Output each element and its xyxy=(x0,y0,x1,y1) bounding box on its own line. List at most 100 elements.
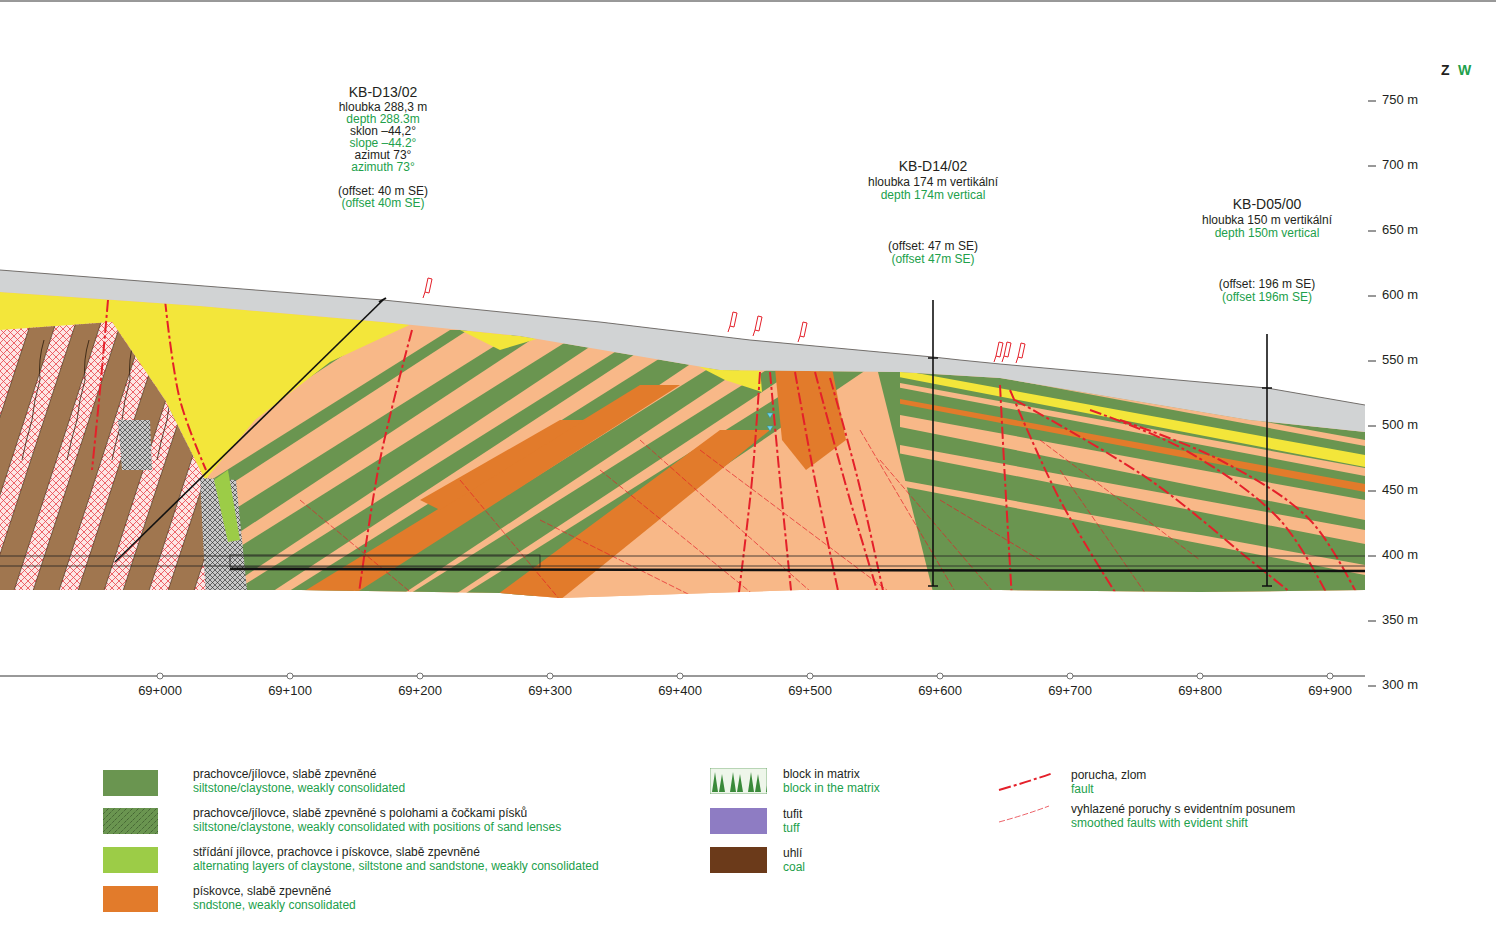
legend-text: block in the matrix xyxy=(783,782,880,796)
legend-swatch xyxy=(997,803,1055,825)
legend-text: uhlí xyxy=(783,847,802,861)
legend-swatch xyxy=(710,768,767,794)
fault-symbol xyxy=(798,322,807,342)
station-label: 69+100 xyxy=(268,684,312,699)
borehole-info: hloubka 150 m vertikální xyxy=(1202,214,1332,228)
borehole xyxy=(1266,334,1268,586)
smoothed-fault xyxy=(300,500,420,600)
legend-swatch xyxy=(103,847,158,873)
legend-text: pískovce, slabě zpevněné xyxy=(193,885,331,899)
legend-sample xyxy=(997,770,1055,792)
fault-line xyxy=(165,300,206,470)
elevation-tick xyxy=(1368,686,1376,687)
borehole-info: (offset 47m SE) xyxy=(891,253,974,267)
elevation-label: 400 m xyxy=(1382,548,1418,563)
borehole xyxy=(115,300,383,562)
fault-line xyxy=(1010,390,1120,600)
elevation-tick xyxy=(1368,231,1376,232)
fault-line xyxy=(92,300,108,470)
legend-swatch xyxy=(997,770,1055,792)
fault-symbol xyxy=(1002,342,1011,362)
station-marker xyxy=(417,673,423,679)
sandstone-band xyxy=(775,368,846,470)
borehole-info: (offset: 47 m SE) xyxy=(888,240,978,254)
elevation-tick xyxy=(1368,166,1376,167)
legend-text: porucha, zlom xyxy=(1071,769,1146,783)
sandstone-band xyxy=(290,385,680,600)
pattern-sample xyxy=(710,768,767,794)
compass-label: W xyxy=(1458,62,1471,78)
elevation-label: 450 m xyxy=(1382,483,1418,498)
borehole-head xyxy=(379,298,386,302)
station-marker xyxy=(1197,673,1203,679)
elevation-tick xyxy=(1368,491,1376,492)
borehole-info: (offset 40m SE) xyxy=(341,197,424,211)
legend-text: tuff xyxy=(783,822,799,836)
elevation-label: 300 m xyxy=(1382,678,1418,693)
elevation-label: 700 m xyxy=(1382,158,1418,173)
station-marker xyxy=(677,673,683,679)
fault-line xyxy=(1120,420,1360,600)
fault-symbol xyxy=(994,342,1003,362)
fault-line xyxy=(830,378,885,600)
tunnel-outline xyxy=(0,556,1365,566)
smoothed-fault xyxy=(880,460,1000,600)
smoothed-fault xyxy=(1040,440,1200,560)
borehole-info: hloubka 174 m vertikální xyxy=(868,176,998,190)
smoothed-fault xyxy=(540,520,700,600)
elevation-label: 350 m xyxy=(1382,613,1418,628)
station-marker xyxy=(937,673,943,679)
sandstone-base xyxy=(0,250,1365,610)
fault-symbol xyxy=(753,316,762,336)
station-label: 69+900 xyxy=(1308,684,1352,699)
fault-sample xyxy=(999,806,1049,822)
smoothed-fault xyxy=(940,500,1040,560)
geology xyxy=(0,250,1365,610)
borehole xyxy=(932,300,934,586)
cover-layer xyxy=(0,270,1365,432)
elevation-label: 550 m xyxy=(1382,353,1418,368)
elevation-tick xyxy=(1368,426,1376,427)
borehole-info: depth 174m vertical xyxy=(881,189,986,203)
clay-texture xyxy=(247,340,269,460)
station-label: 69+300 xyxy=(528,684,572,699)
smoothed-fault xyxy=(860,430,960,600)
legend-text: smoothed faults with evident shift xyxy=(1071,817,1248,831)
ground-line xyxy=(0,270,1365,405)
station-label: 69+000 xyxy=(138,684,182,699)
legend-text: prachovce/jílovce, slabě zpevněné s polo… xyxy=(193,807,527,821)
smoothed-fault xyxy=(460,480,560,600)
borehole-name: KB-D14/02 xyxy=(899,158,967,174)
station-marker xyxy=(547,673,553,679)
borehole-tick xyxy=(928,358,938,586)
legend-sample xyxy=(997,803,1055,825)
siltstone-band xyxy=(340,330,800,600)
legend-text: block in matrix xyxy=(783,768,860,782)
station-label: 69+600 xyxy=(918,684,962,699)
station-label: 69+800 xyxy=(1178,684,1222,699)
frame-line xyxy=(0,1,1496,2)
dark-block xyxy=(118,420,152,470)
elevation-label: 500 m xyxy=(1382,418,1418,433)
borehole-tick xyxy=(1262,388,1272,586)
legend-text: alternating layers of claystone, siltsto… xyxy=(193,860,599,874)
legend-text: tufit xyxy=(783,808,802,822)
legend-text: prachovce/jílovce, slabě zpevněné xyxy=(193,768,376,782)
legend-text: coal xyxy=(783,861,805,875)
pattern-sample xyxy=(103,808,158,834)
smoothed-fault xyxy=(1060,470,1150,600)
station-marker xyxy=(157,673,163,679)
fault-symbol xyxy=(1016,343,1025,363)
legend-sample xyxy=(103,808,158,834)
tunnel-axis xyxy=(230,569,1365,571)
sandstone-band xyxy=(420,420,585,510)
elevation-label: 600 m xyxy=(1382,288,1418,303)
fault-sample xyxy=(999,773,1053,790)
fault-symbol xyxy=(728,312,737,332)
elevation-label: 650 m xyxy=(1382,223,1418,238)
station-label: 69+500 xyxy=(788,684,832,699)
fault-line xyxy=(1000,385,1012,600)
alternating-sliver xyxy=(214,470,240,542)
coal-clay-bands xyxy=(0,310,285,600)
